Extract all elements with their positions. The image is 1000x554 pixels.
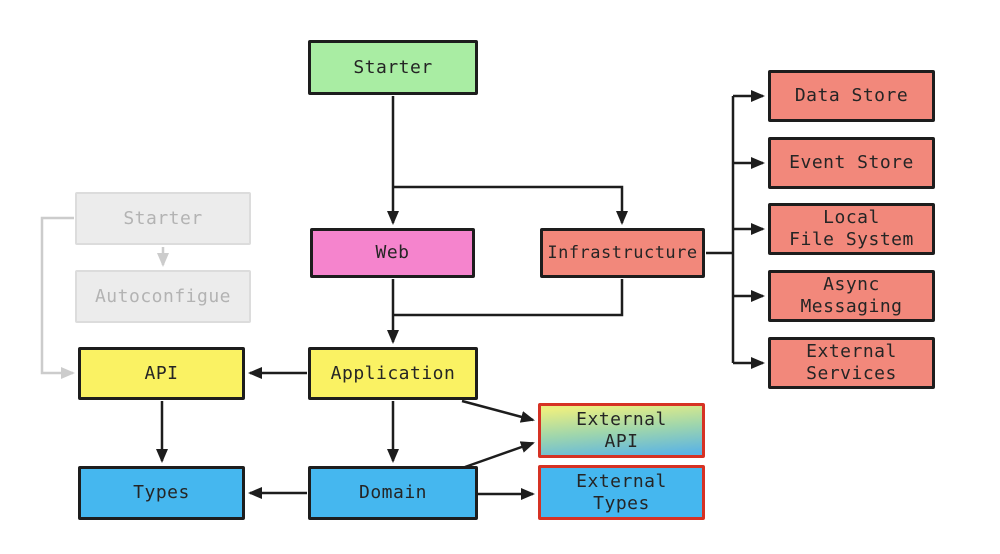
node-autoconfigure-grayed: Autoconfigue [75,270,251,323]
edge-starter-infrastructure [393,185,628,225]
node-event-store: Event Store [768,137,935,189]
node-types: Types [78,466,245,520]
node-starter-grayed: Starter [75,192,251,245]
node-infrastructure: Infrastructure [540,228,705,278]
edge-application-external-api [461,399,535,423]
node-domain: Domain [308,466,478,520]
node-external-api: External API [538,403,705,458]
node-async-messaging: Async Messaging [768,270,935,322]
node-external-services: External Services [768,337,935,389]
edge-infrastructure-application [394,279,624,317]
node-data-store: Data Store [768,70,935,122]
edge-domain-external-api [464,441,535,469]
node-starter: Starter [308,40,478,95]
node-external-types: External Types [538,465,705,520]
edge-gray-starter-api [40,216,75,379]
node-application: Application [308,347,478,400]
node-web: Web [310,228,475,278]
node-api: API [78,347,245,400]
node-local-file-system: Local File System [768,203,935,255]
